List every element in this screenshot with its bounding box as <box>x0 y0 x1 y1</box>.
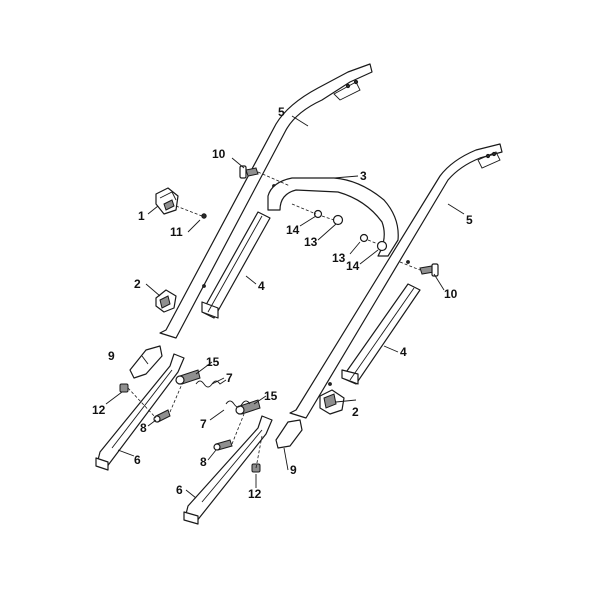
pivot-bolt-top <box>175 369 201 385</box>
assembly-lines <box>127 171 421 469</box>
nut-top <box>119 383 129 393</box>
screw-10-right <box>419 263 439 277</box>
washer-11 <box>201 213 207 219</box>
leader-lines <box>105 115 465 499</box>
bracket-bottom <box>319 389 345 415</box>
callout-12-top: 12 <box>92 403 106 417</box>
bracket-top <box>155 289 177 313</box>
callout-1: 1 <box>138 209 145 223</box>
cross-bar <box>267 177 399 257</box>
callout-8-top: 8 <box>140 421 147 435</box>
callout-15-bottom: 15 <box>264 389 278 403</box>
callout-6-top: 6 <box>134 453 141 467</box>
screw-bottom <box>213 439 233 451</box>
callout-8-bottom: 8 <box>200 455 207 469</box>
nut-bottom <box>251 463 261 473</box>
nut-14-right <box>359 233 369 243</box>
lower-handle-right <box>183 415 273 525</box>
lower-handle-left <box>95 353 185 471</box>
callout-9-top: 9 <box>108 349 115 363</box>
callout-5-right: 5 <box>466 213 473 227</box>
upper-handle-right <box>289 143 503 419</box>
callout-4-left: 4 <box>258 279 265 293</box>
callout-2-top: 2 <box>134 277 141 291</box>
callout-13-left: 13 <box>304 235 318 249</box>
callout-4-right: 4 <box>400 345 407 359</box>
callout-2-bottom: 2 <box>352 405 359 419</box>
sleeve-right <box>275 419 303 449</box>
callout-11: 11 <box>170 225 183 239</box>
upper-handle-left <box>159 63 373 339</box>
handle-grip-left <box>201 211 271 319</box>
callout-13-right: 13 <box>332 251 346 265</box>
callout-3: 3 <box>360 169 367 183</box>
washer-13-right <box>376 240 388 252</box>
cable-clip <box>155 187 179 215</box>
handle-grip-right <box>341 283 421 385</box>
callout-9-bottom: 9 <box>290 463 297 477</box>
callout-14-left: 14 <box>286 223 300 237</box>
callout-labels: 1 2 2 3 4 4 5 5 6 6 7 7 8 8 9 9 10 10 11… <box>92 105 473 501</box>
nut-14-left <box>313 209 323 219</box>
screw-10-top <box>239 165 259 179</box>
spring-bottom <box>225 400 251 408</box>
callout-7-top: 7 <box>226 371 233 385</box>
callout-6-bottom: 6 <box>176 483 183 497</box>
callout-10-right: 10 <box>444 287 458 301</box>
callout-10-top: 10 <box>212 147 226 161</box>
callout-7-bottom: 7 <box>200 417 207 431</box>
callout-12-bottom: 12 <box>248 487 262 501</box>
callout-14-right: 14 <box>346 259 360 273</box>
callout-15-top: 15 <box>206 355 220 369</box>
spring-top <box>195 379 227 388</box>
screw-top <box>153 409 171 423</box>
callout-5-left: 5 <box>278 105 285 119</box>
washer-13-left <box>332 214 344 226</box>
